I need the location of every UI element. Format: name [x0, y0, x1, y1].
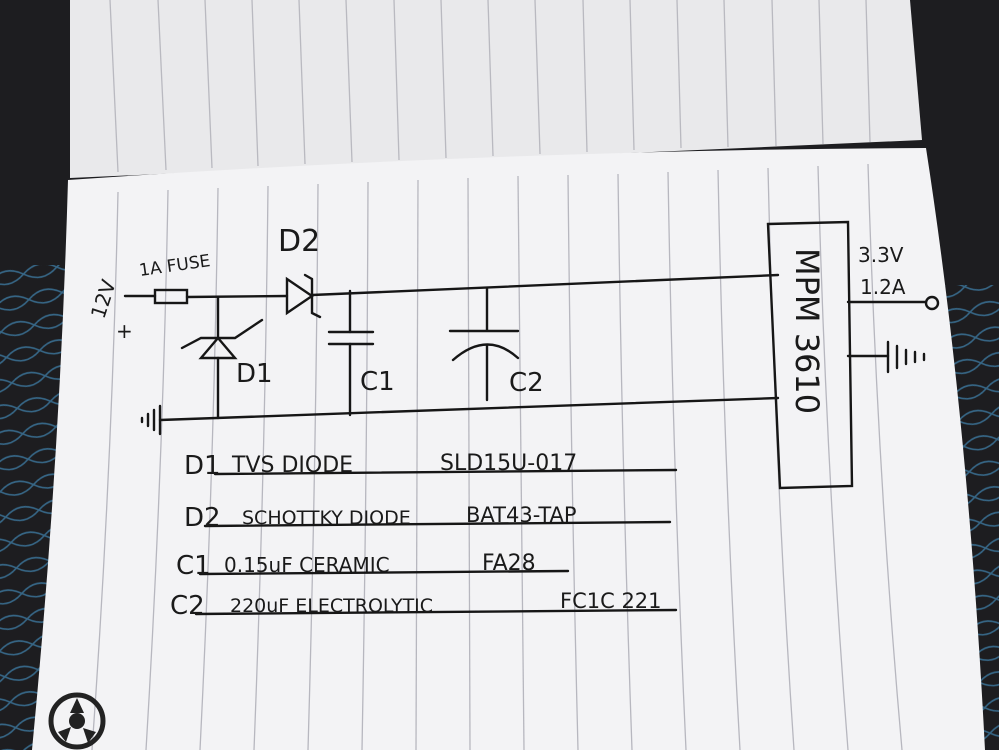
parts-description: 220uF ELECTROLYTIC — [230, 595, 433, 617]
input-polarity-label: + — [116, 319, 133, 343]
parts-description: SCHOTTKY DIODE — [242, 507, 411, 529]
c2-ref-label: C2 — [509, 368, 544, 398]
parts-list: D1 TVS DIODE SLD15U-017 D2 SCHOTTKY DIOD… — [170, 451, 662, 621]
mpm3610-module — [766, 220, 854, 490]
output-terminal — [924, 295, 940, 311]
c1-symbol — [327, 289, 375, 417]
lower-page — [32, 148, 985, 750]
parts-number: FC1C 221 — [560, 589, 662, 613]
ground-rail — [158, 396, 780, 422]
d1-tvs-symbol — [180, 295, 264, 420]
d2-schottky-symbol — [285, 273, 322, 319]
d2-ref-label: D2 — [278, 224, 320, 259]
d1-ref-label: D1 — [236, 359, 273, 389]
parts-description: TVS DIODE — [231, 453, 353, 478]
output-current-label: 1.2A — [860, 275, 906, 299]
output-voltage-label: 3.3V — [858, 243, 904, 267]
parts-number: SLD15U-017 — [440, 451, 577, 476]
parts-underline-3 — [198, 569, 570, 576]
parts-ref: D2 — [184, 503, 221, 533]
recycle-logo-icon — [48, 692, 106, 750]
upper-page — [70, 0, 922, 178]
parts-ref: C2 — [170, 591, 205, 621]
parts-description: 0.15uF CERAMIC — [224, 553, 390, 577]
parts-ref: D1 — [184, 451, 221, 481]
parts-underline-4 — [194, 608, 678, 616]
c1-ref-label: C1 — [360, 367, 395, 397]
c2-symbol — [448, 286, 520, 402]
ground-symbol-output-icon — [886, 340, 926, 374]
parts-underline-2 — [203, 520, 672, 528]
parts-number: BAT43-TAP — [466, 503, 577, 527]
main-rail — [310, 273, 780, 297]
parts-number: FA28 — [482, 551, 536, 576]
schematic — [123, 220, 940, 616]
parts-ref: C1 — [176, 551, 211, 581]
fuse-wire — [185, 294, 289, 299]
ground-symbol-input-icon — [140, 404, 162, 436]
module-label: MPM 3610 — [788, 248, 826, 414]
parts-underline-1 — [213, 468, 678, 476]
